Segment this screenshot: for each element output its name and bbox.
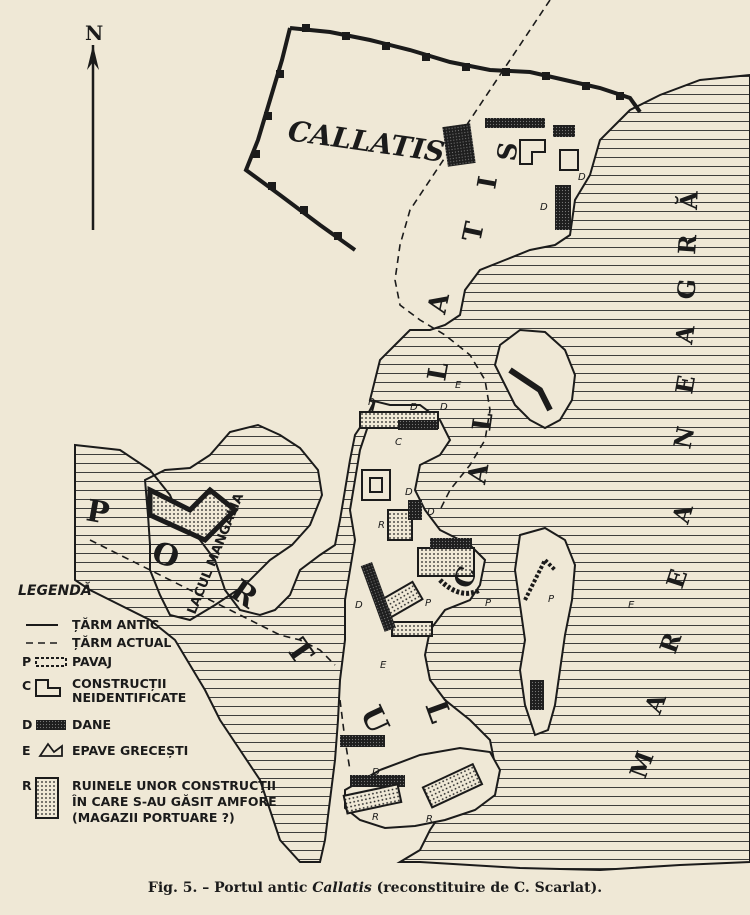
current-shore (394, 0, 551, 511)
north-islet (493, 328, 577, 430)
svg-text:R: R (426, 814, 433, 825)
svg-text:C: C (22, 678, 31, 693)
callatis-letters-letter: I (472, 174, 504, 191)
harbour-structures (359, 367, 557, 710)
sea-letters-letter: R (672, 232, 702, 255)
map-key-letters: R D D E C D R D D P P E D R R P E D D (355, 172, 635, 825)
port-letters-letter: L (417, 696, 457, 728)
svg-text:P: P (548, 594, 555, 605)
svg-text:D: D (355, 600, 363, 611)
svg-text:R: R (378, 520, 385, 531)
svg-text:E: E (455, 380, 462, 391)
south-structures (340, 735, 484, 815)
callatis-letters-letter: S (492, 140, 524, 163)
city-structures (442, 118, 579, 230)
callatis-letters-letter: L (467, 411, 499, 433)
svg-text:D: D (22, 717, 32, 732)
svg-text:(MAGAZII PORTUARE ?): (MAGAZII PORTUARE ?) (72, 810, 235, 825)
callatis-port-label: CALLATIS (422, 140, 524, 592)
sea-letters-letter: G (671, 278, 702, 301)
svg-text:R: R (22, 778, 32, 793)
legend-pavaj: PAVAJ (72, 654, 112, 669)
svg-text:E: E (628, 600, 635, 611)
svg-text:E: E (22, 743, 31, 758)
svg-text:D: D (410, 402, 418, 413)
legend-ruine: RUINELE UNOR CONSTRUCȚII (72, 778, 276, 793)
callatis-letters-letter: T (458, 219, 492, 245)
figure-caption: Fig. 5. – Portul antic Callatis (reconst… (147, 880, 603, 896)
city-wall (289, 26, 642, 114)
svg-text:P: P (425, 598, 432, 609)
legend-antic: ȚĂRM ANTIC (72, 617, 159, 632)
wall-towers (252, 24, 624, 240)
callatis-letters-letter: A (422, 290, 456, 318)
legend-constructii: CONSTRUCȚII (72, 676, 167, 691)
legend-title: LEGENDĂ (18, 581, 92, 599)
svg-text:NEIDENTIFICATE: NEIDENTIFICATE (72, 690, 186, 705)
sea-letters-letter: Ă (674, 190, 704, 211)
legend: LEGENDĂ ȚĂRM ANTIC ȚĂRM ACTUAL P PAVAJ C… (18, 581, 277, 825)
svg-text:R: R (368, 397, 375, 408)
lake-structure (147, 485, 239, 543)
svg-text:D: D (427, 507, 435, 518)
callatis-letters-letter: L (422, 360, 455, 383)
north-arrow: N (85, 21, 103, 230)
svg-text:P: P (485, 598, 492, 609)
svg-text:D: D (440, 402, 448, 413)
svg-text:D: D (405, 487, 413, 498)
north-label: N (85, 21, 103, 45)
svg-text:C: C (395, 437, 402, 448)
svg-text:P: P (22, 654, 31, 669)
city-label: CALLATIS (286, 114, 447, 169)
sea-letters-letter: E (669, 373, 701, 396)
svg-text:D: D (372, 767, 380, 778)
svg-text:R: R (372, 812, 379, 823)
svg-text:D: D (540, 202, 548, 213)
lake-mangalia (143, 423, 324, 622)
svg-text:D: D (578, 172, 586, 183)
svg-text:ÎN CARE S-AU GĂSIT AMFORE: ÎN CARE S-AU GĂSIT AMFORE (72, 794, 277, 809)
legend-actual: ȚĂRM ACTUAL (72, 635, 171, 650)
sea-letters-letter: A (669, 323, 701, 347)
legend-epave: EPAVE GRECEȘTI (72, 743, 188, 758)
svg-text:E: E (380, 660, 387, 671)
legend-dane: DANE (72, 717, 111, 732)
port-letters-letter: U (353, 701, 396, 740)
